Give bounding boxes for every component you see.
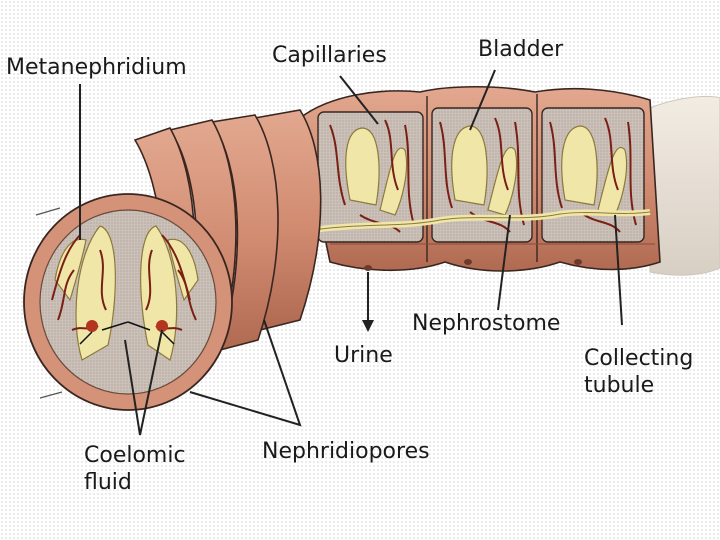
- section-nephridium-left: [54, 225, 116, 361]
- nephridiopore-lateral-3: [574, 259, 582, 265]
- setae: [35, 207, 63, 399]
- worm-cutaway-segments: [299, 85, 661, 272]
- leader-nephridiopores: [189, 319, 302, 427]
- label-collecting-tubule-line1: Collecting: [584, 346, 694, 371]
- label-urine: Urine: [334, 343, 393, 368]
- leader-nephrostome: [497, 214, 511, 311]
- nephridium-loop-2: [451, 125, 518, 216]
- label-capillaries: Capillaries: [272, 43, 387, 68]
- label-collecting-tubule-line2: tubule: [584, 373, 655, 398]
- leader-lines: [79, 69, 623, 436]
- label-coelomic-fluid-line1: Coelomic: [84, 443, 186, 468]
- label-metanephridium: Metanephridium: [6, 55, 187, 80]
- label-nephrostome: Nephrostome: [412, 311, 561, 336]
- worm-tail: [644, 95, 720, 276]
- leader-bladder: [469, 69, 496, 131]
- section-nephrostome-right: [156, 320, 168, 332]
- label-bladder: Bladder: [478, 37, 564, 62]
- leader-capillaries: [339, 75, 379, 125]
- label-coelomic-fluid-line2: fluid: [84, 470, 132, 495]
- nephridium-loop-3: [561, 125, 628, 216]
- nephridium-loop-1: [345, 127, 408, 216]
- nephridiopore-lateral-1: [364, 265, 372, 271]
- urine-arrowhead: [362, 320, 374, 332]
- leader-coelomic-fluid: [124, 329, 163, 436]
- leader-collecting-tubule: [614, 214, 623, 326]
- cross-section: [23, 193, 233, 411]
- coelomic-fluid-arrows: [79, 321, 175, 345]
- nephridiopore-lateral-2: [464, 259, 472, 265]
- section-nephrostome-left: [86, 320, 98, 332]
- label-nephridiopores: Nephridiopores: [262, 439, 430, 464]
